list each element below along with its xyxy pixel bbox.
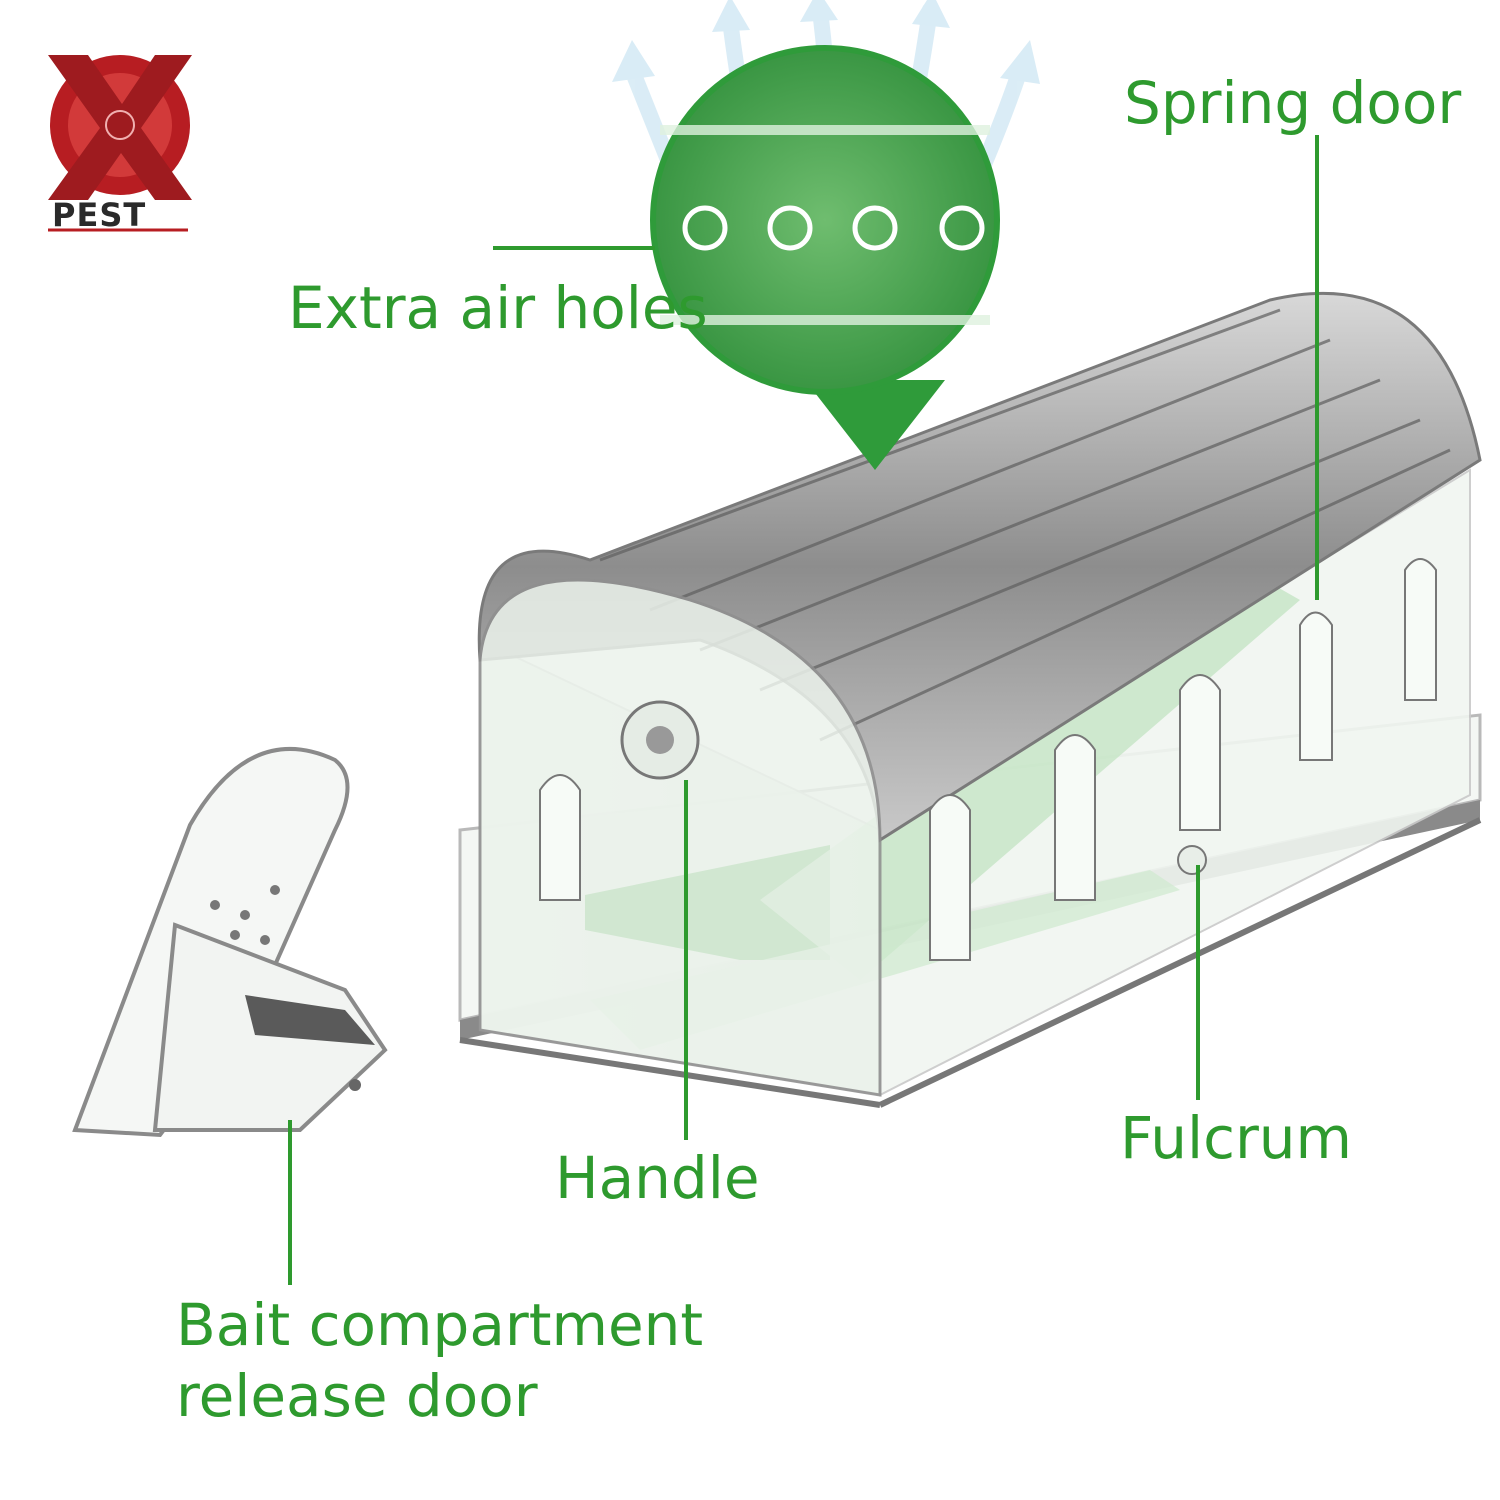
bait-label-line-2: release door: [176, 1361, 538, 1430]
airflow-arrowheads: [612, 0, 1040, 84]
bait-release-door-label: Bait compartment release door: [176, 1290, 703, 1432]
extra-air-holes-label: Extra air holes: [288, 274, 708, 342]
air-holes-zoom: [650, 45, 1000, 470]
fulcrum-label: Fulcrum: [1120, 1104, 1353, 1172]
brand-logo: [48, 55, 192, 232]
bait-release-door: [72, 746, 388, 1138]
brand-logo-text: PEST: [52, 196, 147, 234]
bait-label-line-1: Bait compartment: [176, 1291, 704, 1359]
callout-lines: [288, 135, 1319, 1285]
spring-door-label: Spring door: [1124, 69, 1462, 137]
trap-body: [458, 291, 1482, 1108]
handle-label: Handle: [555, 1144, 760, 1212]
